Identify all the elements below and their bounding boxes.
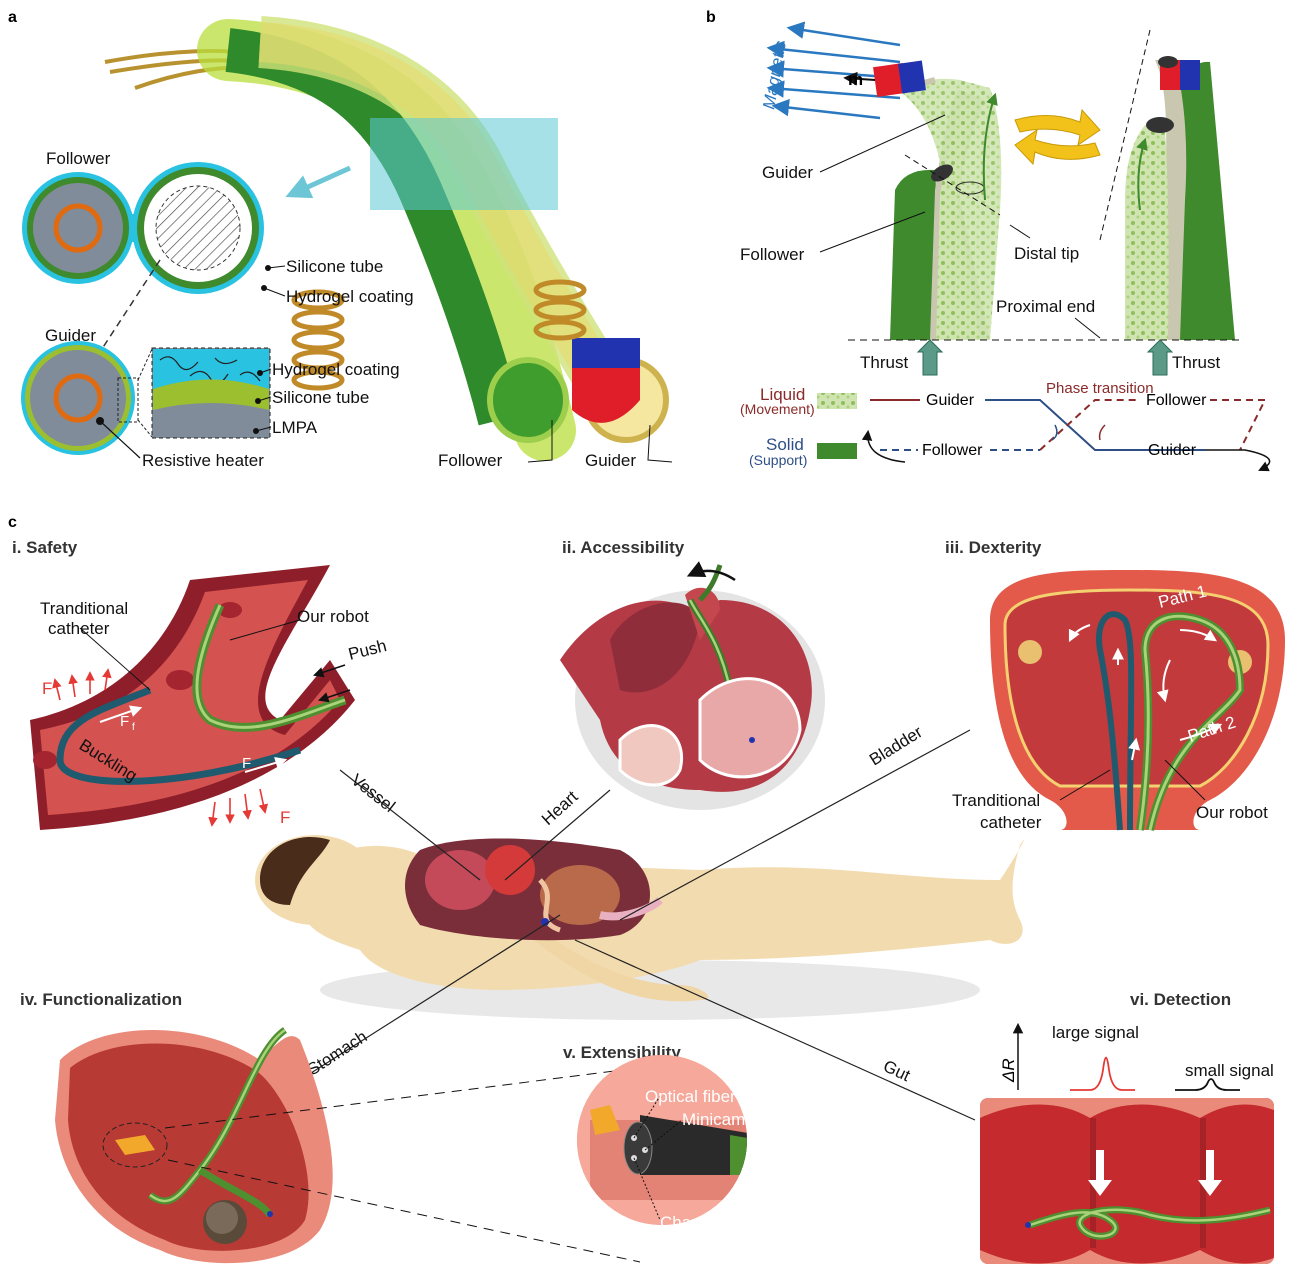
label-optical-fiber: Optical fiber <box>645 1087 736 1106</box>
label-hydrogel-coating: Hydrogel coating <box>286 287 414 306</box>
label-traditional-catheter-i-2: catheter <box>48 619 110 638</box>
section-safety: i. Safety <box>12 538 78 557</box>
phase-transition-legend: Liquid (Movement) Solid (Support) Guider… <box>740 380 1270 470</box>
row1-follower: Follower <box>1146 392 1207 409</box>
label-guider-cross: Guider <box>45 326 96 345</box>
label-friction-1-sub: f <box>132 722 135 733</box>
label-heart: Heart <box>538 787 582 829</box>
row2-guider: Guider <box>1148 442 1197 459</box>
label-thrust-right: Thrust <box>1172 353 1220 372</box>
label-large-signal: large signal <box>1052 1023 1139 1042</box>
section-detection: vi. Detection <box>1130 990 1231 1009</box>
label-delta-r: ΔR <box>999 1058 1018 1083</box>
label-channel: Channel <box>660 1213 723 1232</box>
label-thrust-left: Thrust <box>860 353 908 372</box>
label-stomach: Stomach <box>304 1027 371 1079</box>
label-our-robot-iii: Our robot <box>1196 803 1268 822</box>
label-silicone-tube-detail: Silicone tube <box>272 388 369 407</box>
label-magnetic: Magnetic <box>759 39 790 111</box>
cross-section-highlight <box>370 118 558 210</box>
panel-a: a <box>8 9 672 470</box>
row2-follower: Follower <box>922 442 983 459</box>
legend-support: (Support) <box>749 452 807 468</box>
label-small-signal: small signal <box>1185 1061 1274 1080</box>
label-follower-3d: Follower <box>438 451 503 470</box>
heart-illustration <box>560 565 825 810</box>
label-our-robot-i: Our robot <box>297 607 369 626</box>
legend-movement: (Movement) <box>740 401 815 417</box>
legend-liquid-swatch <box>817 393 857 409</box>
section-accessibility: ii. Accessibility <box>562 538 685 557</box>
label-traditional-catheter-i-1: Tranditional <box>40 599 128 618</box>
panel-label-c: c <box>8 514 17 531</box>
label-proximal-end: Proximal end <box>996 297 1095 316</box>
label-vessel: Vessel <box>348 770 399 816</box>
cross-section-diagram <box>21 162 285 458</box>
label-friction-1: F <box>120 713 129 730</box>
label-lmpa: LMPA <box>272 418 318 437</box>
label-guider-b: Guider <box>762 163 813 182</box>
label-follower-b: Follower <box>740 245 805 264</box>
section-functionalization: iv. Functionalization <box>20 990 182 1009</box>
label-force-top: F <box>42 679 52 698</box>
label-m: m <box>848 70 863 89</box>
label-force-bottom: F <box>280 808 290 827</box>
label-traditional-catheter-iii-2: catheter <box>980 813 1042 832</box>
label-bladder: Bladder <box>866 722 926 769</box>
panel-c: c i. Safety ii. Accessibility iii. Dexte… <box>8 514 1290 1268</box>
panel-label-a: a <box>8 9 17 26</box>
label-friction-2: F <box>242 755 251 772</box>
label-resistive-heater: Resistive heater <box>142 451 264 470</box>
extensibility-illustration: Optical fiber Minicamera Channel <box>570 1050 770 1240</box>
section-dexterity: iii. Dexterity <box>945 538 1042 557</box>
cycle-arrows <box>1015 110 1100 164</box>
label-minicamera: Minicamera <box>682 1110 770 1129</box>
label-guider-3d: Guider <box>585 451 636 470</box>
label-gut: Gut <box>880 1056 913 1085</box>
panel-b: b Magnetic m <box>706 9 1270 470</box>
label-distal-tip: Distal tip <box>1014 244 1079 263</box>
panel-label-b: b <box>706 9 716 26</box>
row1-guider: Guider <box>926 392 975 409</box>
label-traditional-catheter-iii-1: Tranditional <box>952 791 1040 810</box>
label-silicone-tube: Silicone tube <box>286 257 383 276</box>
human-body-illustration <box>255 835 1024 1020</box>
robot-state-left <box>846 60 1001 340</box>
stomach-illustration <box>55 1030 640 1263</box>
robot-state-right <box>1125 56 1235 340</box>
label-hydrogel-coating-detail: Hydrogel coating <box>272 360 400 379</box>
label-phase-transition: Phase transition <box>1046 380 1154 397</box>
label-follower-cross: Follower <box>46 149 111 168</box>
label-push: Push <box>346 636 388 664</box>
legend-solid-swatch <box>817 443 857 459</box>
